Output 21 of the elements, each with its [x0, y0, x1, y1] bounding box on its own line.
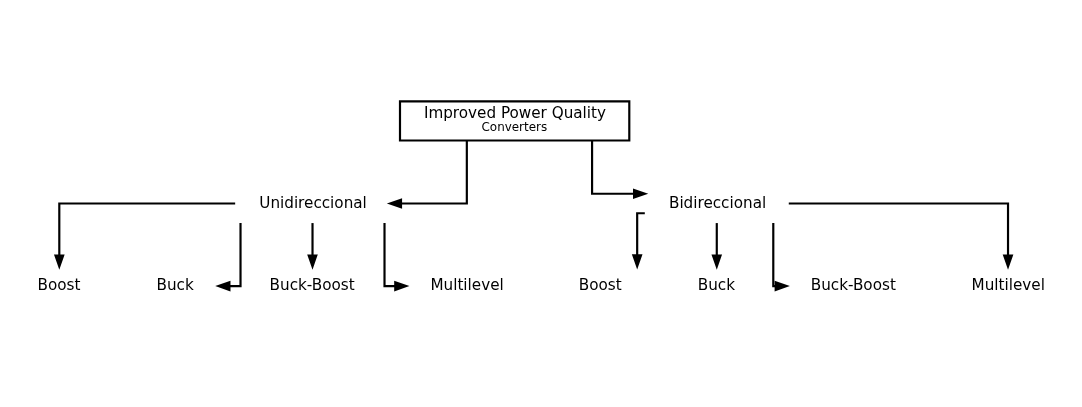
node-box: Improved Power Quality Converters: [398, 100, 631, 142]
node-text: Unidireccional: [259, 193, 367, 212]
node-text: Buck: [697, 276, 735, 295]
node-text: Boost: [37, 276, 81, 295]
arrow: [53, 202, 236, 270]
arrow: [711, 223, 723, 270]
node-text: Bidireccional: [668, 193, 767, 212]
node-text: Buck: [156, 276, 194, 295]
node-text: Buck-Boost: [269, 276, 355, 295]
node-text: Multilevel: [971, 276, 1045, 295]
arrow: [386, 140, 468, 209]
node-text: Multilevel: [430, 276, 504, 295]
arrow: [788, 202, 1014, 270]
arrow: [307, 223, 318, 270]
node-text: Boost: [578, 276, 622, 295]
arrow: [215, 223, 242, 292]
arrow: [591, 140, 649, 200]
node-text: Buck-Boost: [810, 276, 896, 295]
arrow: [631, 212, 645, 270]
arrow: [383, 223, 410, 292]
arrow: [772, 223, 790, 292]
